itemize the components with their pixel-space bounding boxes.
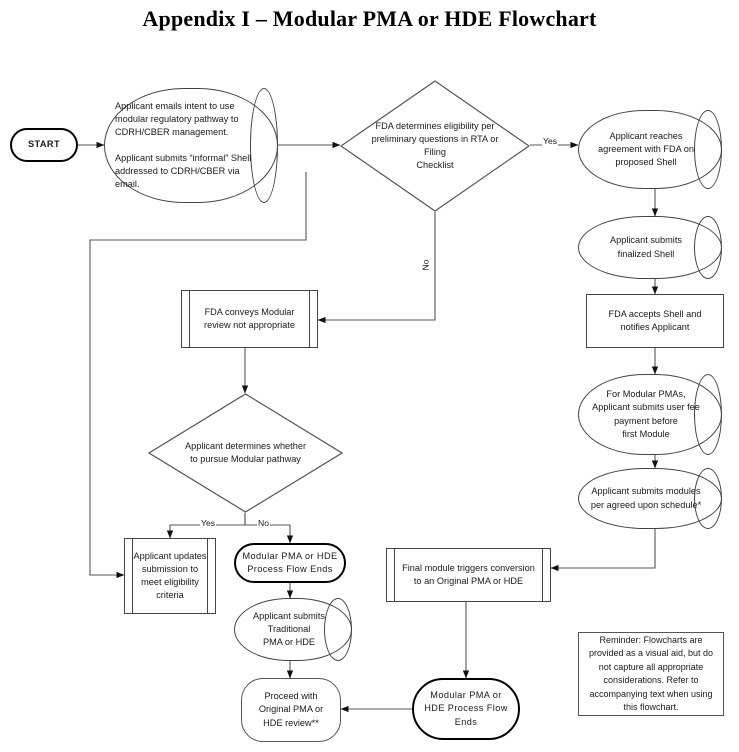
node-modular-ends-right[interactable]: Modular PMA or HDE Process Flow Ends: [412, 678, 520, 740]
node-fda-conveys[interactable]: FDA conveys Modular review not appropria…: [181, 290, 318, 348]
node-applicant-agreement[interactable]: Applicant reaches agreement with FDA on …: [578, 110, 722, 189]
node-finalized-shell[interactable]: Applicant submits finalized Shell: [578, 216, 722, 279]
edge-modules-to-finalmodule: [550, 529, 656, 572]
node-modular-ends-right-label: Modular PMA or HDE Process Flow Ends: [424, 690, 508, 727]
edge-label-no-top: No: [420, 258, 431, 272]
node-start-label: START: [28, 139, 60, 150]
node-modular-ends-left[interactable]: Modular PMA or HDE Process Flow Ends: [234, 543, 346, 583]
page-title: Appendix I – Modular PMA or HDE Flowchar…: [142, 6, 597, 31]
node-applicant-determines-label: Applicant determines whether to pursue M…: [184, 440, 307, 464]
node-fda-accepts-shell-label: FDA accepts Shell and notifies Applicant: [608, 308, 702, 332]
node-traditional-pma-label: Applicant submits Traditional PMA or HDE: [252, 610, 325, 648]
node-fda-accepts-shell[interactable]: FDA accepts Shell and notifies Applicant: [586, 294, 724, 348]
node-applicant-agreement-label: Applicant reaches agreement with FDA on …: [597, 130, 694, 168]
node-applicant-emails-label: Applicant emails intent to use modular r…: [115, 100, 252, 190]
node-submits-modules-label: Applicant submits modules per agreed upo…: [590, 486, 702, 510]
node-applicant-emails[interactable]: Applicant emails intent to use modular r…: [104, 88, 278, 203]
node-modular-ends-left-label: Modular PMA or HDE Process Flow Ends: [242, 550, 338, 574]
diamond-shape: [340, 80, 530, 212]
node-fda-conveys-label: FDA conveys Modular review not appropria…: [204, 306, 295, 330]
node-proceed-original-label: Proceed with Original PMA or HDE review*…: [258, 691, 324, 728]
edge-label-no-bottom: No: [257, 518, 270, 528]
node-reminder-label: Reminder: Flowcharts are provided as a v…: [588, 634, 714, 713]
node-final-module-label: Final module triggers conversion to an O…: [402, 562, 535, 586]
edge-decision1-no-to-conveys: [317, 210, 436, 324]
node-start[interactable]: START: [10, 128, 78, 162]
node-traditional-pma[interactable]: Applicant submits Traditional PMA or HDE: [234, 598, 352, 661]
node-submits-modules[interactable]: Applicant submits modules per agreed upo…: [578, 468, 722, 529]
node-applicant-updates-label: Applicant updates submission to meet eli…: [133, 550, 207, 601]
diamond-shape: [148, 393, 343, 513]
edge-emails-loop-to-updates: [89, 172, 307, 579]
node-reminder: Reminder: Flowcharts are provided as a v…: [578, 632, 724, 716]
node-user-fee[interactable]: For Modular PMAs, Applicant submits user…: [578, 374, 722, 455]
edge-label-yes-bottom: Yes: [200, 518, 217, 528]
node-final-module[interactable]: Final module triggers conversion to an O…: [386, 548, 551, 602]
node-applicant-updates[interactable]: Applicant updates submission to meet eli…: [124, 538, 216, 614]
node-proceed-original[interactable]: Proceed with Original PMA or HDE review*…: [241, 678, 341, 742]
node-applicant-determines-decision[interactable]: Applicant determines whether to pursue M…: [148, 393, 343, 513]
edge-label-yes-top: Yes: [542, 136, 559, 146]
node-user-fee-label: For Modular PMAs, Applicant submits user…: [592, 389, 700, 439]
node-fda-eligibility-decision[interactable]: FDA determines eligibility per prelimina…: [340, 80, 530, 212]
node-fda-eligibility-label: FDA determines eligibility per prelimina…: [371, 120, 499, 171]
node-finalized-shell-label: Applicant submits finalized Shell: [609, 235, 682, 259]
